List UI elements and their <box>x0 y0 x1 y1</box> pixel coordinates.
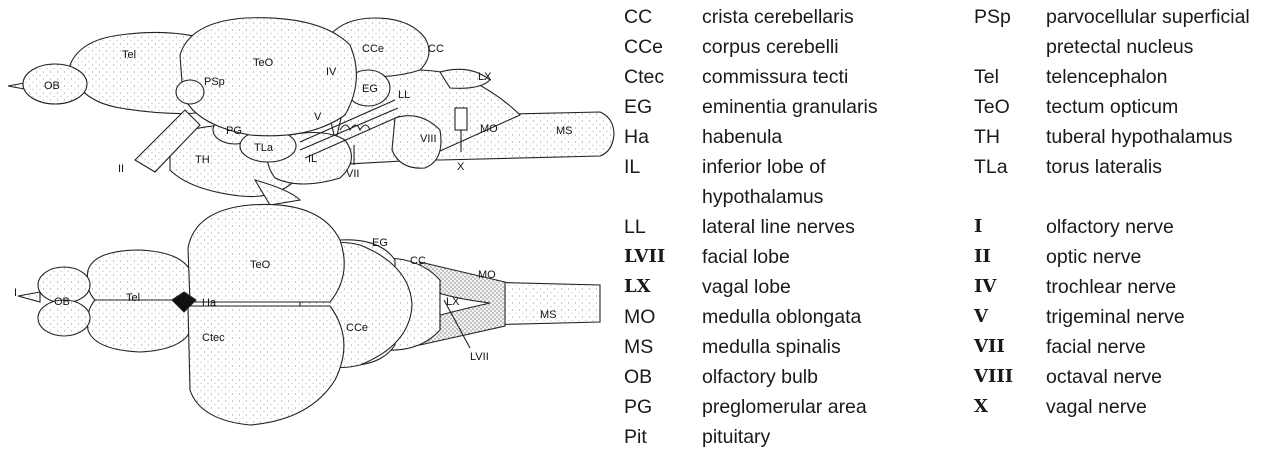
legend-definition: olfactory bulb <box>702 366 818 388</box>
legend-definition: vagal nerve <box>1046 396 1147 418</box>
label-d-ob: OB <box>54 296 70 308</box>
legend-definition: facial nerve <box>1046 336 1146 358</box>
label-ll: LL <box>398 89 410 101</box>
legend-definition: medulla spinalis <box>702 336 841 358</box>
label-pg: PG <box>226 125 242 137</box>
label-eg: EG <box>362 83 378 95</box>
legend-definition: lateral line nerves <box>702 216 855 238</box>
label-d-ha: Ha <box>202 297 217 309</box>
label-d-lx: LX <box>446 296 460 308</box>
legend-definition: inferior lobe of <box>702 156 826 178</box>
legend-abbreviation: VII <box>974 336 1005 358</box>
legend-abbreviation: TLa <box>974 156 1008 178</box>
legend-definition: olfactory nerve <box>1046 216 1174 238</box>
legend-abbreviation: Pit <box>624 426 647 448</box>
label-cc: CC <box>428 43 444 55</box>
legend-definition: vagal lobe <box>702 276 791 298</box>
legend-abbreviation: IV <box>974 276 996 298</box>
legend-abbreviation: TH <box>974 126 1000 148</box>
legend-definition: eminentia granularis <box>702 96 878 118</box>
legend-abbreviation: Ctec <box>624 66 664 88</box>
dorsal-tectum-opticum-left <box>188 204 344 302</box>
label-viii: VIII <box>420 133 437 145</box>
dorsal-olfactory-nerve <box>18 292 40 302</box>
label-d-cce: CCe <box>346 322 368 334</box>
legend-definition: facial lobe <box>702 246 790 268</box>
legend-definition: telencephalon <box>1046 66 1167 88</box>
legend-definition: pretectal nucleus <box>1046 36 1193 58</box>
legend-abbreviation: LVII <box>624 246 665 268</box>
label-vii: VII <box>346 168 359 180</box>
label-d-tel: Tel <box>126 292 140 304</box>
legend-definition: tuberal hypothalamus <box>1046 126 1232 148</box>
legend-abbreviation: IL <box>624 156 640 178</box>
label-ob: OB <box>44 80 60 92</box>
label-d-lvii: LVII <box>470 351 489 363</box>
legend-definition: habenula <box>702 126 782 148</box>
label-il: IL <box>308 153 317 165</box>
dorsal-tectum-opticum-right <box>188 306 344 425</box>
legend-abbreviation: II <box>974 246 991 268</box>
label-tla: TLa <box>254 142 274 154</box>
dorsal-telencephalon-right <box>87 300 190 352</box>
label-x: X <box>457 161 465 173</box>
legend-abbreviation: V <box>974 306 988 328</box>
legend-abbreviation: EG <box>624 96 652 118</box>
legend-abbreviation: LL <box>624 216 646 238</box>
label-d-eg: EG <box>372 237 388 249</box>
label-mo: MO <box>480 123 498 135</box>
legend-abbreviation: Ha <box>624 126 649 148</box>
label-tel: Tel <box>122 49 136 61</box>
label-teo: TeO <box>253 57 274 69</box>
legend-abbreviation: X <box>974 396 988 418</box>
label-psp: PSp <box>204 76 225 88</box>
legend-abbreviation: TeO <box>974 96 1010 118</box>
legend-abbreviation: LX <box>624 276 651 298</box>
legend-abbreviation: CC <box>624 6 652 28</box>
legend-abbreviation: CCe <box>624 36 663 58</box>
label-iv: IV <box>326 66 337 78</box>
label-d-ctec: Ctec <box>202 332 225 344</box>
legend-definition: crista cerebellaris <box>702 6 854 28</box>
legend-definition: hypothalamus <box>702 186 823 208</box>
label-d-mo: MO <box>478 269 496 281</box>
legend-definition: pituitary <box>702 426 770 448</box>
legend-definition: optic nerve <box>1046 246 1141 268</box>
brain-figures: OB Tel TeO CCe CC PSp IV EG LL LX V PG T… <box>0 0 620 456</box>
label-ms: MS <box>556 125 573 137</box>
legend-abbreviation: I <box>974 216 982 238</box>
legend-definition: torus lateralis <box>1046 156 1162 178</box>
legend-definition: trochlear nerve <box>1046 276 1176 298</box>
lateral-psp <box>176 80 204 104</box>
legend-abbreviation: MO <box>624 306 655 328</box>
legend-abbreviation: MS <box>624 336 653 358</box>
label-d-cc: CC <box>410 255 426 267</box>
brain-diagram: OB Tel TeO CCe CC PSp IV EG LL LX V PG T… <box>0 0 620 456</box>
label-d-ms: MS <box>540 309 557 321</box>
dorsal-view <box>18 204 600 425</box>
legend-abbreviation: PG <box>624 396 652 418</box>
lateral-view <box>8 18 614 205</box>
label-th: TH <box>195 154 210 166</box>
legend-definition: octaval nerve <box>1046 366 1162 388</box>
legend-definition: medulla oblongata <box>702 306 861 328</box>
legend-definition: commissura tecti <box>702 66 848 88</box>
legend-abbreviation: PSp <box>974 6 1011 28</box>
label-ii: II <box>118 163 124 175</box>
legend-definition: trigeminal nerve <box>1046 306 1185 328</box>
legend-definition: corpus cerebelli <box>702 36 839 58</box>
legend-abbreviation: OB <box>624 366 652 388</box>
legend-definition: parvocellular superficial <box>1046 6 1250 28</box>
label-d-i: I <box>14 287 17 299</box>
label-v: V <box>314 111 322 123</box>
legend-definition: preglomerular area <box>702 396 867 418</box>
label-d-teo: TeO <box>250 259 271 271</box>
legend-abbreviation: VIII <box>974 366 1013 388</box>
legend-definition: tectum opticum <box>1046 96 1178 118</box>
lateral-vagal-nerve <box>455 108 467 130</box>
label-cce: CCe <box>362 43 384 55</box>
label-lx: LX <box>478 71 492 83</box>
legend-abbreviation: Tel <box>974 66 999 88</box>
